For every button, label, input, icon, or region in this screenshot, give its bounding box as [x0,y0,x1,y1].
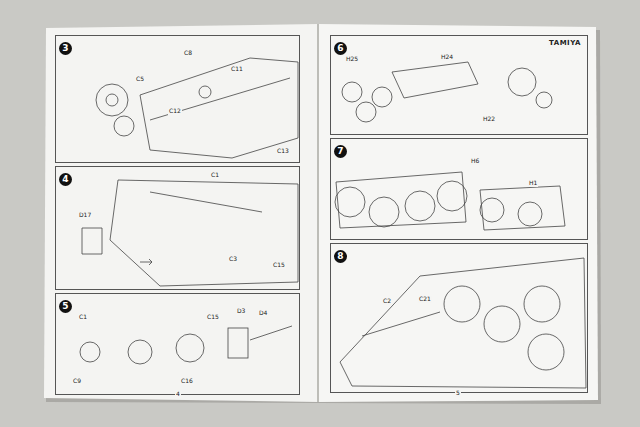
step-number: 5 [59,300,72,313]
shaft-drawing [250,326,292,340]
gearbox-drawing [508,68,536,96]
axle-drawing [362,312,440,336]
wheel-drawing [405,191,435,221]
part-label: C12 [168,108,182,115]
wheel-drawing [335,187,365,217]
part-label: C8 [183,50,193,57]
part-label: C11 [230,66,244,73]
step-number: 4 [59,173,72,186]
step-panel: 5 [55,293,300,395]
motor-drawing [82,228,102,254]
part-label: C9 [72,378,82,385]
wheel-drawing [444,286,480,322]
part-label: H25 [345,56,359,63]
sprocket-drawing [356,102,376,122]
part-label: C2 [382,298,392,305]
frame-drawing [392,62,478,98]
step-panel: 7 [330,138,588,240]
step-panel: 4 [55,166,300,290]
part-drawing [199,86,211,98]
wheel-drawing [524,286,560,322]
wheel-drawing [369,197,399,227]
spine [317,24,319,402]
page-number: 5 [455,390,461,397]
part-label: C5 [135,76,145,83]
bogie-frame [336,172,466,228]
step-panel: 3 [55,35,300,163]
shaft-drawing [150,78,290,120]
arrow-symbol [140,259,152,265]
page-number: 4 [175,391,181,398]
axle-part [128,340,152,364]
brand-name: TAMIYA [548,40,582,48]
wheel-drawing [480,198,504,222]
chassis-drawing [340,258,586,388]
part-label: D4 [258,310,268,317]
gear-drawing [96,84,128,116]
step-number: 8 [334,250,347,263]
rod-drawing [150,192,262,212]
part-label: C1 [210,172,220,179]
part-label: C15 [272,262,286,269]
part-label: C21 [418,296,432,303]
part-label: H6 [470,158,480,165]
bogie-frame [480,186,565,230]
part-label: H22 [482,116,496,123]
part-label: D17 [78,212,92,219]
step-number: 7 [334,145,347,158]
wheel-drawing [437,181,467,211]
gear-drawing [536,92,552,108]
axle-part [176,334,204,362]
part-label: H1 [528,180,538,187]
right-page [318,24,598,402]
axle-part [80,342,100,362]
wheel-drawing [484,306,520,342]
sprocket-drawing [372,87,392,107]
wheel-drawing [518,202,542,226]
part-label: C1 [78,314,88,321]
housing-drawing [228,328,248,358]
wheel-drawing [528,334,564,370]
step-number: 6 [334,42,347,55]
part-label: H24 [440,54,454,61]
part-label: C13 [276,148,290,155]
part-label: C16 [180,378,194,385]
gear-hub [106,94,118,106]
chassis-drawing [140,58,298,158]
step-panel: 6 [330,35,588,135]
step-number: 3 [59,42,72,55]
step-panel: 8 [330,243,588,393]
sprocket-drawing [342,82,362,102]
part-label: C3 [228,256,238,263]
part-label: D3 [236,308,246,315]
part-label: C15 [206,314,220,321]
chassis-drawing [110,180,298,286]
left-page [44,24,318,402]
gear-drawing [114,116,134,136]
